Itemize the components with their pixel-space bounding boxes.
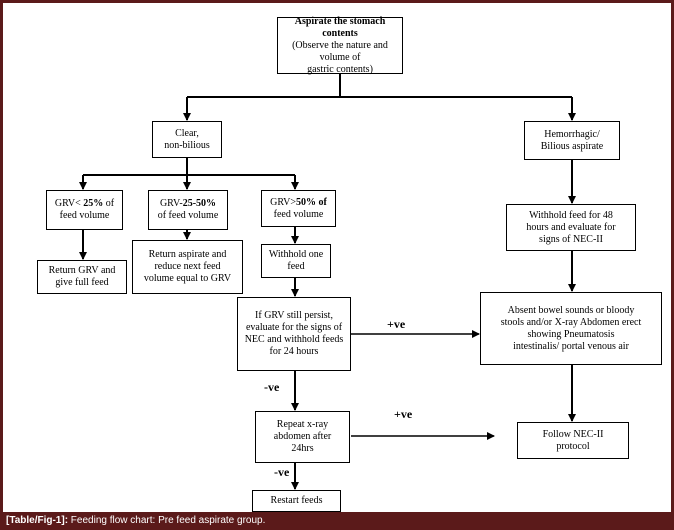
node-return-reduce: Return aspirate and reduce next feed vol… (132, 240, 243, 294)
node-absent-bowel: Absent bowel sounds or bloody stools and… (480, 292, 662, 365)
flowchart-connectors (79, 74, 576, 490)
node-withhold-48: Withhold feed for 48 hours and evaluate … (506, 204, 636, 251)
label-negative-persist: -ve (264, 380, 280, 394)
node-follow-nec: Follow NEC-II protocol (517, 422, 629, 459)
node-grv-high: GRV>50% of feed volume (261, 190, 336, 227)
node-restart: Restart feeds (252, 490, 341, 512)
grv-high-suffix: feed volume (273, 208, 324, 220)
label-positive-xray: +ve (394, 407, 413, 421)
node-persist: If GRV still persist, evaluate for the s… (237, 297, 351, 371)
node-hemorrhagic: Hemorrhagic/ Bilious aspirate (524, 121, 620, 160)
node-aspirate-subtitle: (Observe the nature and volume of gastri… (292, 39, 388, 75)
grv-low-prefix: GRV< (54, 198, 84, 209)
node-grv-low: GRV< 25% of feed volume (46, 190, 123, 230)
grv-high-range: 50% of (296, 196, 327, 208)
figure-caption: [Table/Fig-1]: Feeding flow chart: Pre f… (0, 512, 674, 530)
caption-text: Feeding flow chart: Pre feed aspirate gr… (68, 515, 266, 526)
caption-reference: [Table/Fig-1]: (6, 515, 69, 526)
grv-high-prefix: GRV> (270, 196, 297, 208)
node-grv-mid: GRV-25-50% of feed volume (148, 190, 228, 230)
grv-low-suffix: of feed volume (59, 198, 115, 221)
node-clear: Clear, non-bilious (152, 121, 222, 158)
node-repeat-xray: Repeat x-ray abdomen after 24hrs (255, 411, 350, 463)
node-return-full: Return GRV and give full feed (37, 260, 127, 294)
grv-low-range: 25% (83, 198, 104, 209)
label-positive-persist: +ve (387, 317, 406, 331)
grv-mid-range: 25-50% (182, 198, 217, 209)
grv-mid-suffix: of feed volume (157, 210, 219, 221)
node-aspirate: Aspirate the stomach contents(Observe th… (277, 15, 403, 75)
node-aspirate-title: Aspirate the stomach contents (294, 15, 386, 39)
grv-mid-prefix: GRV- (159, 198, 183, 209)
node-withhold-one: Withhold one feed (261, 244, 331, 278)
label-negative-xray: -ve (274, 465, 290, 479)
